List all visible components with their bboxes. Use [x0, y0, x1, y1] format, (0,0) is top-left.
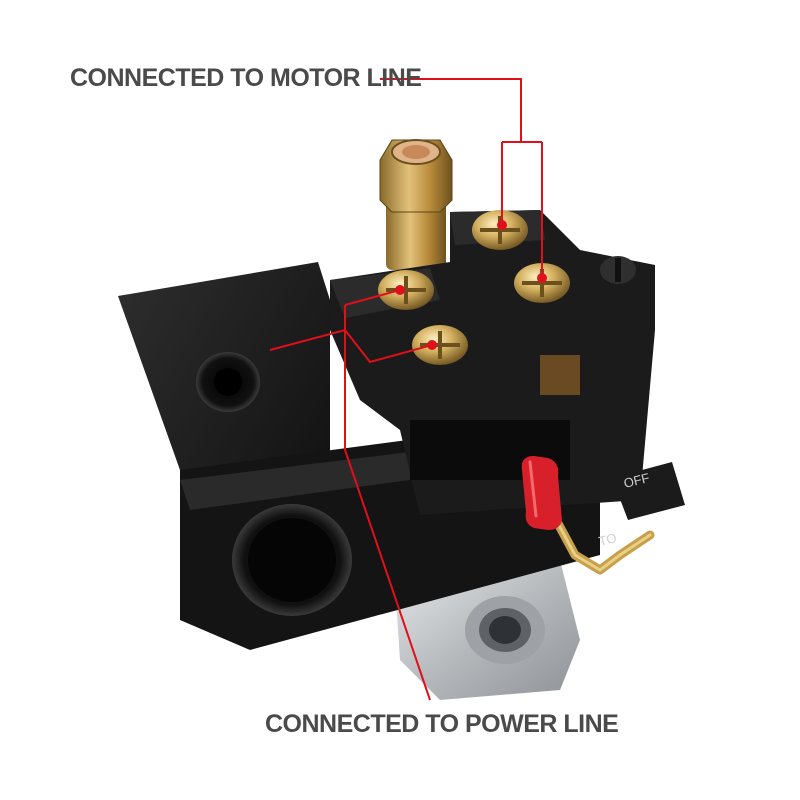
- terminal-screw-motor-1: [472, 210, 528, 250]
- to-label: TO: [597, 530, 618, 549]
- off-label: OFF: [622, 470, 651, 491]
- terminal-screws: [378, 210, 570, 365]
- brass-fitting: [379, 139, 453, 270]
- on-off-lever: [521, 456, 685, 575]
- callout-power-line: CONNECTED TO POWER LINE: [265, 710, 619, 738]
- terminal-screw-motor-2: [514, 263, 570, 303]
- callout-motor-line: CONNECTED TO MOTOR LINE: [70, 64, 422, 92]
- terminal-screw-power-2: [412, 325, 468, 365]
- terminal-screw-power-1: [378, 270, 434, 310]
